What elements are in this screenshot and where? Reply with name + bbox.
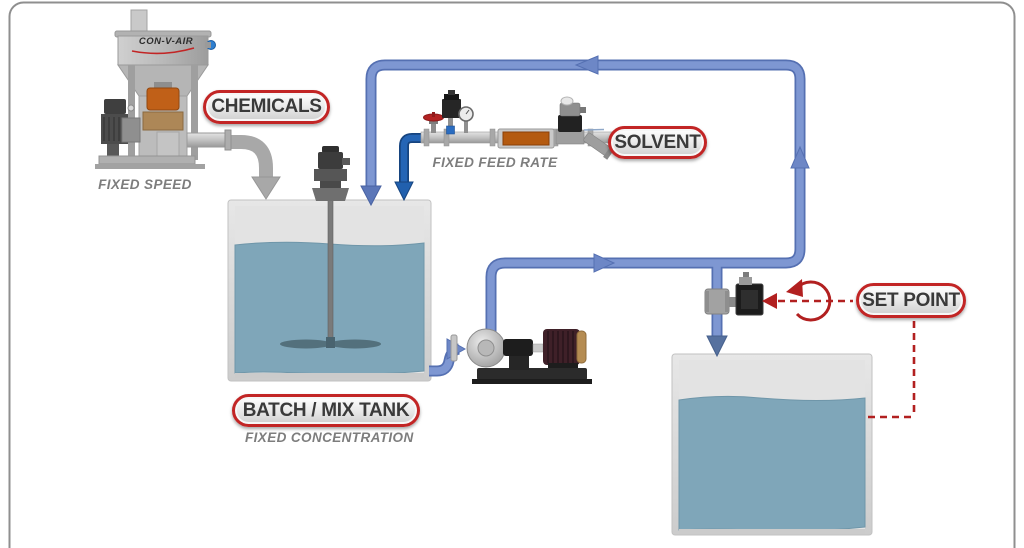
sample-line <box>583 128 605 131</box>
transfer-pump <box>450 328 592 384</box>
flow-arrow-into-tank1 <box>360 185 382 207</box>
chemical-feeder <box>95 9 232 169</box>
rotate-arrow-icon <box>786 279 832 322</box>
flow-arrow-solvent <box>394 181 414 202</box>
solenoid-valve <box>442 90 461 135</box>
flow-arrow-into-tank2 <box>706 335 728 358</box>
label-solvent: SOLVENT <box>608 126 707 159</box>
caption-fixed-concentration: FIXED CONCENTRATION <box>245 430 414 445</box>
feeder-brand-logo: CON-V-AIR <box>138 36 194 47</box>
holding-tank <box>671 353 873 536</box>
setpoint-control-lines <box>778 299 916 419</box>
chemicals-arrow <box>229 135 281 200</box>
control-valve <box>704 272 764 316</box>
flow-meter <box>497 128 555 149</box>
agitator <box>280 146 381 349</box>
flow-arrow-right <box>593 253 616 273</box>
flow-arrow-up <box>790 145 810 169</box>
label-set-point: SET POINT <box>856 283 966 318</box>
flow-arrow-left <box>574 55 599 75</box>
tank2-liquid <box>678 395 866 532</box>
canvas-frame <box>8 1 1016 548</box>
setpoint-arrowhead <box>762 293 777 309</box>
tank-outlet-pipe <box>429 338 467 377</box>
caption-fixed-feed-rate: FIXED FEED RATE <box>432 155 558 170</box>
label-batch-mix-tank: BATCH / MIX TANK <box>232 394 420 427</box>
caption-fixed-speed: FIXED SPEED <box>98 177 192 192</box>
solvent-feed-assembly <box>420 90 625 160</box>
label-chemicals: CHEMICALS <box>203 90 330 124</box>
brand-swoosh <box>131 47 195 55</box>
solvent-feed-pipe <box>394 133 424 202</box>
actuated-valve <box>555 96 586 145</box>
pressure-gauge <box>458 106 474 133</box>
